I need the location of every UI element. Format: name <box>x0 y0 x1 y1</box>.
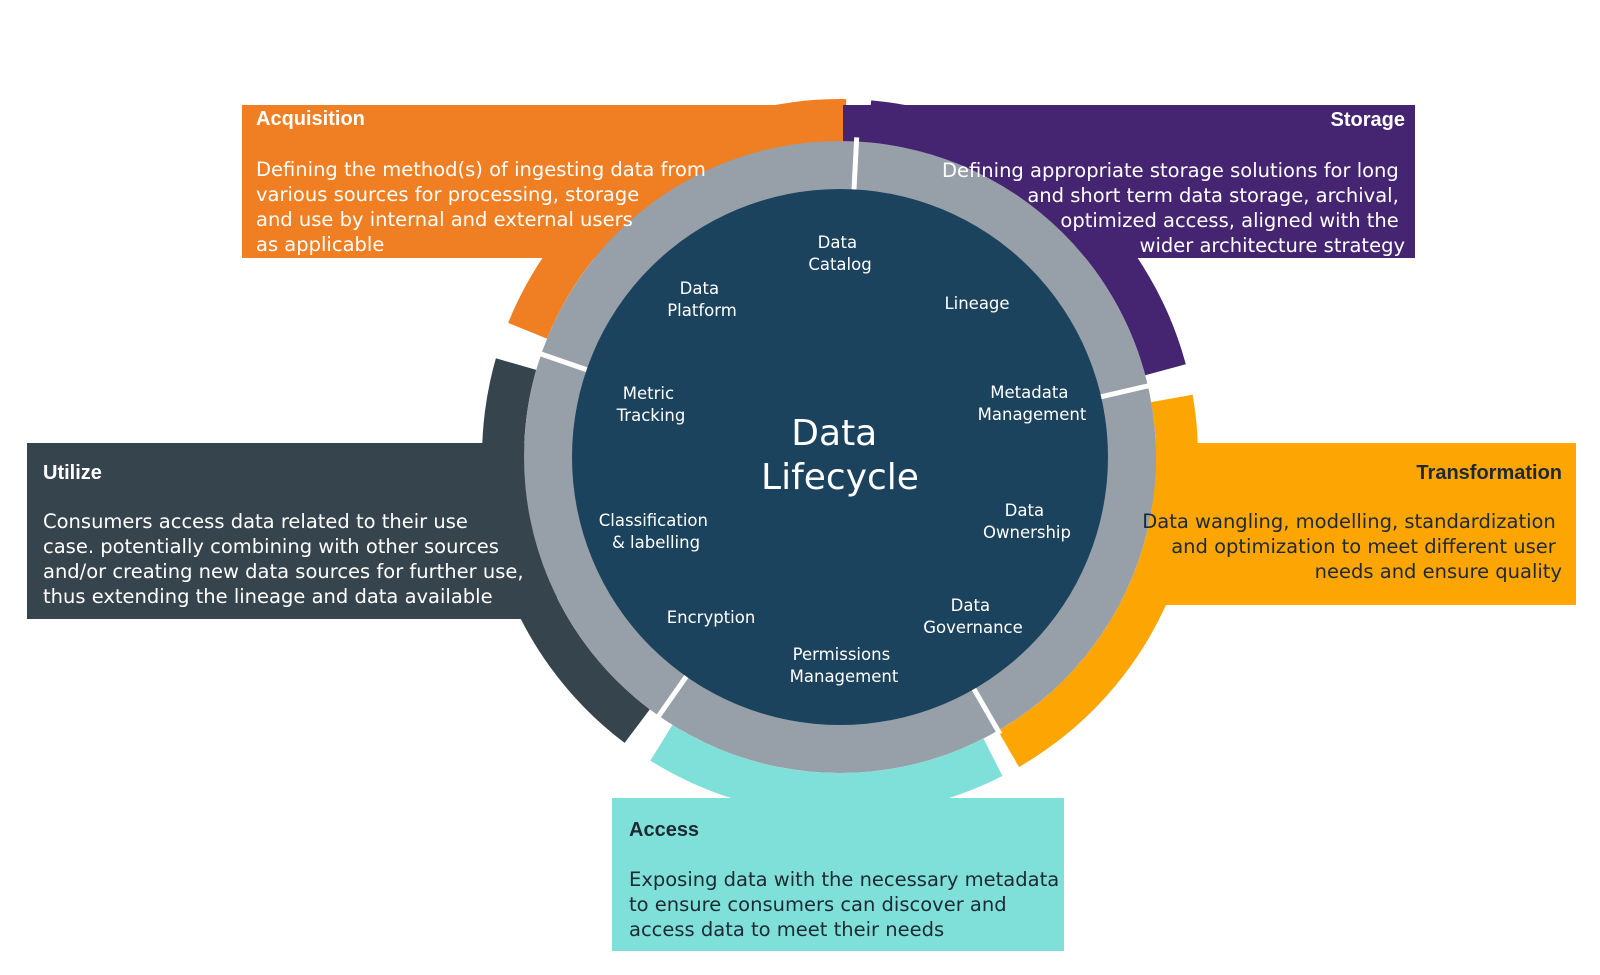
ring-divider <box>654 673 690 721</box>
topic-data-catalog: Data Catalog <box>808 233 871 274</box>
topic-line: Data <box>818 233 857 252</box>
transformation-line: Data wangling, modelling, standardizatio… <box>1142 510 1556 533</box>
transformation-panel <box>1152 443 1576 605</box>
topic-metadata-management: Metadata Management <box>978 383 1087 424</box>
utilize-description: Consumers access data related to their u… <box>43 510 530 608</box>
topic-lineage: Lineage <box>944 294 1009 313</box>
access-line: to ensure consumers can discover and <box>629 893 1007 916</box>
utilize-line: Consumers access data related to their u… <box>43 510 468 533</box>
storage-title: Storage <box>1331 109 1405 131</box>
transformation-description: Data wangling, modelling, standardizatio… <box>1142 510 1562 583</box>
ring-divider <box>970 686 1003 736</box>
topic-classification-labelling: Classification & labelling <box>599 511 713 552</box>
transformation-title: Transformation <box>1416 462 1562 484</box>
utilize-title: Utilize <box>43 462 102 484</box>
topic-line: Metric <box>623 384 674 403</box>
utilize-line: case. potentially combining with other s… <box>43 535 499 558</box>
topic-line: Ownership <box>983 523 1071 542</box>
center-title-line: Data <box>791 413 877 454</box>
topic-line: Metadata <box>990 383 1068 402</box>
utilize-panel <box>27 443 557 619</box>
ring-segment-dividers <box>536 137 1153 736</box>
topic-line: Governance <box>923 618 1023 637</box>
center-title: Data Lifecycle <box>761 413 919 498</box>
transformation-line: needs and ensure quality <box>1315 560 1562 583</box>
topic-line: Management <box>978 405 1087 424</box>
storage-description: Defining appropriate storage solutions f… <box>942 159 1405 257</box>
storage-line: optimized access, aligned with the <box>1060 209 1398 232</box>
utilize-line: thus extending the lineage and data avai… <box>43 585 493 608</box>
ring-divider <box>1098 382 1153 400</box>
acquisition-line: as applicable <box>256 233 384 256</box>
access-panel <box>612 798 1064 951</box>
center-title-line: Lifecycle <box>761 457 919 498</box>
topic-permissions-management: Permissions Management <box>790 645 899 686</box>
acquisition-line: Defining the method(s) of ingesting data… <box>256 158 706 181</box>
topic-line: Catalog <box>808 255 871 274</box>
topic-line: Data <box>1005 501 1044 520</box>
storage-line: Defining appropriate storage solutions f… <box>942 159 1399 182</box>
storage-line: wider architecture strategy <box>1140 234 1405 257</box>
transformation-box <box>1152 443 1576 605</box>
access-box <box>612 798 1064 951</box>
topic-line: Tracking <box>616 406 686 425</box>
access-arc <box>650 725 1003 815</box>
topic-data-ownership: Data Ownership <box>983 501 1071 542</box>
utilize-box <box>27 443 557 619</box>
topic-line: Data <box>680 279 719 298</box>
access-description: Exposing data with the necessary metadat… <box>629 868 1065 941</box>
topic-line: Data <box>951 596 990 615</box>
access-line: Exposing data with the necessary metadat… <box>629 868 1059 891</box>
transformation-line: and optimization to meet different user <box>1171 535 1557 558</box>
topic-line: Encryption <box>667 608 756 627</box>
topic-data-platform: Data Platform <box>667 279 737 320</box>
topic-line: Permissions <box>793 645 891 664</box>
topic-line: Lineage <box>944 294 1009 313</box>
topic-encryption: Encryption <box>667 608 756 627</box>
acquisition-title: Acquisition <box>256 108 365 130</box>
topic-line: & labelling <box>612 533 700 552</box>
topic-line: Management <box>790 667 899 686</box>
topic-metric-tracking: Metric Tracking <box>616 384 686 425</box>
ring-divider <box>851 137 860 192</box>
topic-data-governance: Data Governance <box>923 596 1023 637</box>
acquisition-line: and use by internal and external users <box>256 208 633 231</box>
ring-divider <box>536 350 590 373</box>
topic-line: Classification <box>599 511 708 530</box>
access-line: access data to meet their needs <box>629 918 944 941</box>
utilize-line: and/or creating new data sources for fur… <box>43 560 524 583</box>
topic-line: Platform <box>667 301 737 320</box>
acquisition-line: various sources for processing, storage <box>256 183 639 206</box>
storage-line: and short term data storage, archival, <box>1027 184 1398 207</box>
access-title: Access <box>629 819 699 841</box>
acquisition-description: Defining the method(s) of ingesting data… <box>256 158 712 256</box>
lifecycle-core <box>572 189 1108 725</box>
